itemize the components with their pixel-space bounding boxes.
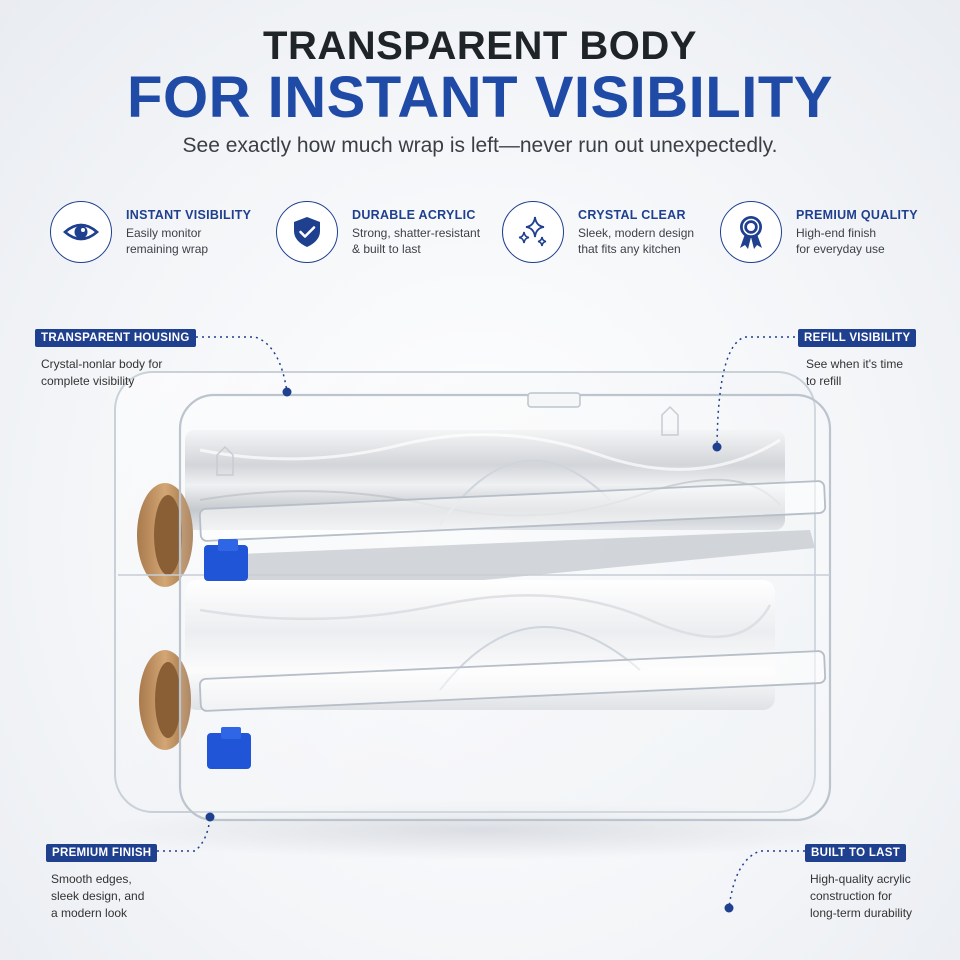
callout-refill-visibility: REFILL VISIBILITY See when it's time to … <box>798 328 917 390</box>
feature-desc-line1: High-end finish <box>796 225 877 240</box>
feature-desc-line2: that fits any kitchen <box>578 241 681 256</box>
callout-built-to-last: BUILT TO LAST High-quality acrylic const… <box>805 843 912 922</box>
feature-premium-quality: PREMIUM QUALITY High-end finish for ever… <box>720 201 918 263</box>
headline-line1: TRANSPARENT BODY <box>263 24 697 68</box>
feature-desc-line1: Sleek, modern design <box>578 225 695 240</box>
feature-instant-visibility: INSTANT VISIBILITY Easily monitor remain… <box>50 201 251 263</box>
eye-icon <box>50 201 112 263</box>
feature-title: PREMIUM QUALITY <box>796 207 918 222</box>
callout-badge: BUILT TO LAST <box>805 844 907 862</box>
callout-desc-line2: construction for <box>810 889 893 903</box>
headline-subtitle: See exactly how much wrap is left—never … <box>182 134 778 157</box>
callout-premium-finish: PREMIUM FINISH Smooth edges, sleek desig… <box>46 843 158 922</box>
callout-desc-line1: Crystal-nonlar body for <box>41 357 163 371</box>
feature-title: DURABLE ACRYLIC <box>352 207 476 222</box>
shield-check-icon <box>276 201 338 263</box>
callout-desc-line2: to refill <box>806 374 842 388</box>
callout-desc-line1: See when it's time <box>806 357 904 371</box>
feature-crystal-clear: CRYSTAL CLEAR Sleek, modern design that … <box>502 201 694 263</box>
callout-transparent-housing: TRANSPARENT HOUSING Crystal-nonlar body … <box>35 328 196 390</box>
feature-durable-acrylic: DURABLE ACRYLIC Strong, shatter-resistan… <box>276 201 480 263</box>
feature-title: INSTANT VISIBILITY <box>126 207 252 222</box>
feature-desc-line2: & built to last <box>352 241 421 256</box>
headline-line2: FOR INSTANT VISIBILITY <box>127 65 833 130</box>
bottom-cutter-slider-icon <box>207 727 251 769</box>
callout-desc-line2: sleek design, and <box>51 889 145 903</box>
top-cutter-slider-icon <box>204 539 248 581</box>
callout-badge: REFILL VISIBILITY <box>798 329 917 347</box>
feature-title: CRYSTAL CLEAR <box>578 207 686 222</box>
callout-desc-line3: a modern look <box>51 906 128 920</box>
callout-desc-line1: High-quality acrylic <box>810 872 911 886</box>
feature-desc-line2: for everyday use <box>796 241 885 256</box>
callout-badge: TRANSPARENT HOUSING <box>35 329 196 347</box>
feature-desc-line1: Strong, shatter-resistant <box>352 225 481 240</box>
feature-desc-line2: remaining wrap <box>126 241 209 256</box>
sparkles-icon <box>502 201 564 263</box>
callout-desc-line2: complete visibility <box>41 374 135 388</box>
callout-desc-line3: long-term durability <box>810 906 913 920</box>
callout-badge: PREMIUM FINISH <box>46 844 158 862</box>
award-ribbon-icon <box>720 201 782 263</box>
feature-desc-line1: Easily monitor <box>126 225 202 240</box>
callout-desc-line1: Smooth edges, <box>51 872 132 886</box>
